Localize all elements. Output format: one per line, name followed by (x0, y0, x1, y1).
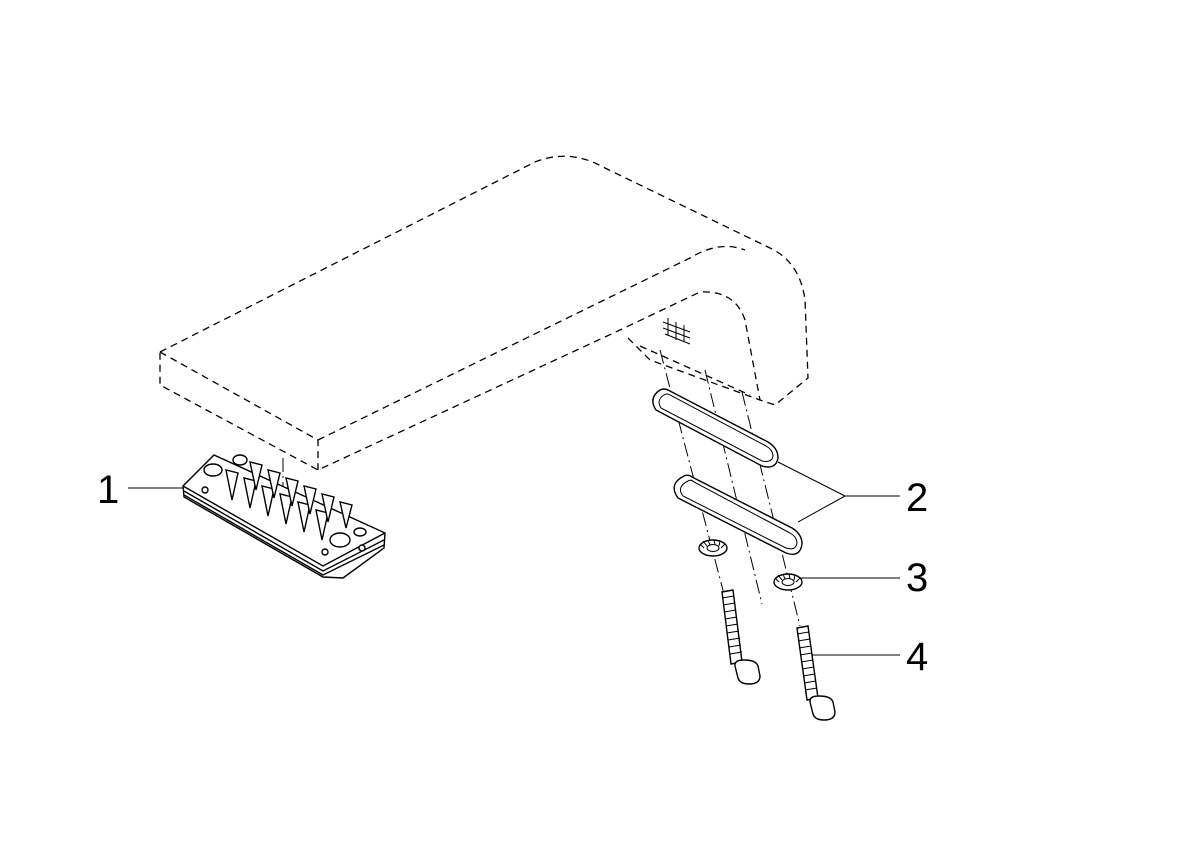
leader-2a (777, 461, 846, 497)
callout-3: 3 (906, 556, 929, 600)
centre-lines (282, 349, 801, 627)
leader-lines (128, 461, 900, 656)
module-components (201, 454, 367, 556)
lock-washers (698, 539, 803, 591)
callout-2: 2 (906, 476, 929, 520)
screws (721, 589, 836, 721)
callout-4: 4 (906, 635, 929, 679)
leader-2b (797, 495, 846, 523)
spout-outline (159, 155, 809, 471)
spout-mounting-detail (662, 318, 691, 345)
callout-1: 1 (97, 468, 120, 512)
gaskets (652, 388, 803, 556)
electronics-module (182, 454, 386, 579)
